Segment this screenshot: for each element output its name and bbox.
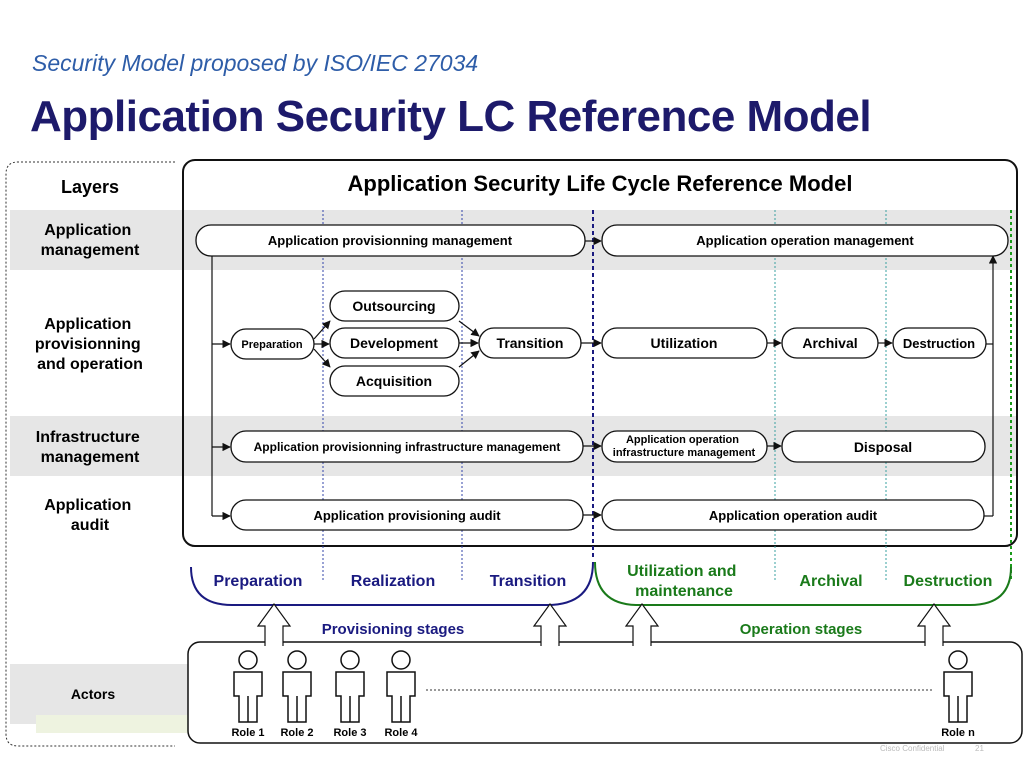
stage-transition: Transition <box>490 573 566 590</box>
operation-stages-label: Operation stages <box>740 621 863 638</box>
box-acquisition-label: Acquisition <box>356 373 432 389</box>
layer-label-app-management: Application management <box>41 222 140 259</box>
arrow-prep-outsourcing <box>313 320 331 340</box>
box-destruction-label: Destruction <box>903 336 975 351</box>
box-utilization-label: Utilization <box>651 335 718 351</box>
layer-label-app-provisionning: Application provisionning and operation <box>35 316 145 373</box>
box-development-label: Development <box>350 335 438 351</box>
stage-utilization: Utilization and maintenance <box>627 563 741 600</box>
box-prov-infra-label: Application provisionning infrastructure… <box>254 440 561 454</box>
slide-subtitle: Security Model proposed by ISO/IEC 27034 <box>32 50 479 76</box>
up-arrow-1 <box>256 602 292 646</box>
role-4-label: Role 4 <box>384 727 418 739</box>
diagram-title: Application Security Life Cycle Referenc… <box>348 171 853 196</box>
up-arrow-4 <box>916 602 952 646</box>
footer-confidential: Cisco Confidential <box>880 744 945 753</box>
box-prov-management-label: Application provisionning management <box>268 233 513 248</box>
model-frame <box>182 159 1018 547</box>
layer-label-infra-management: Infrastructure management <box>36 429 144 466</box>
role-3-person-icon <box>335 650 365 723</box>
box-transition-label: Transition <box>497 335 564 351</box>
role-3-label: Role 3 <box>333 727 366 739</box>
arrow-acquisition-transition <box>458 350 480 368</box>
arrow-prep-acquisition <box>313 348 331 368</box>
box-prov-audit-label: Application provisioning audit <box>313 508 501 523</box>
box-op-management <box>601 224 1009 257</box>
box-outsourcing-label: Outsourcing <box>352 298 435 314</box>
layers-header: Layers <box>61 177 119 197</box>
role-n-person-icon <box>943 650 973 723</box>
box-op-audit-label: Application operation audit <box>709 508 878 523</box>
role-2-label: Role 2 <box>280 727 313 739</box>
box-acquisition <box>329 365 460 397</box>
layer-label-app-audit: Application audit <box>44 497 136 534</box>
role-1-person-icon <box>233 650 263 723</box>
provisioning-brace <box>190 561 594 606</box>
box-op-audit <box>601 499 985 531</box>
slide-title: Application Security LC Reference Model <box>30 92 872 141</box>
role-1-label: Role 1 <box>231 727 264 739</box>
operation-brace <box>594 561 1012 606</box>
up-arrow-3 <box>624 602 660 646</box>
box-outsourcing <box>329 290 460 322</box>
box-destruction <box>892 327 987 359</box>
box-archival-label: Archival <box>802 335 857 351</box>
stage-realization: Realization <box>351 573 435 590</box>
stage-destruction: Destruction <box>904 573 993 590</box>
up-arrow-2 <box>532 602 568 646</box>
role-2-person-icon <box>282 650 312 723</box>
arrow-outsourcing-transition <box>458 320 480 337</box>
box-preparation-label: Preparation <box>241 339 302 351</box>
role-n-label: Role n <box>941 727 975 739</box>
layer-label-actors: Actors <box>71 686 116 702</box>
box-disposal <box>781 430 986 463</box>
band-actors-light <box>36 715 196 733</box>
stage-preparation: Preparation <box>214 573 303 590</box>
box-disposal-label: Disposal <box>854 439 912 455</box>
layers-frame <box>5 161 175 747</box>
role-4-person-icon <box>386 650 416 723</box>
stage-archival: Archival <box>799 573 862 590</box>
box-op-management-label: Application operation management <box>696 233 914 248</box>
provisioning-stages-label: Provisioning stages <box>322 621 465 638</box>
box-op-infra-label: Application operation infrastructure man… <box>613 434 756 459</box>
footer-page-number: 21 <box>975 744 984 753</box>
